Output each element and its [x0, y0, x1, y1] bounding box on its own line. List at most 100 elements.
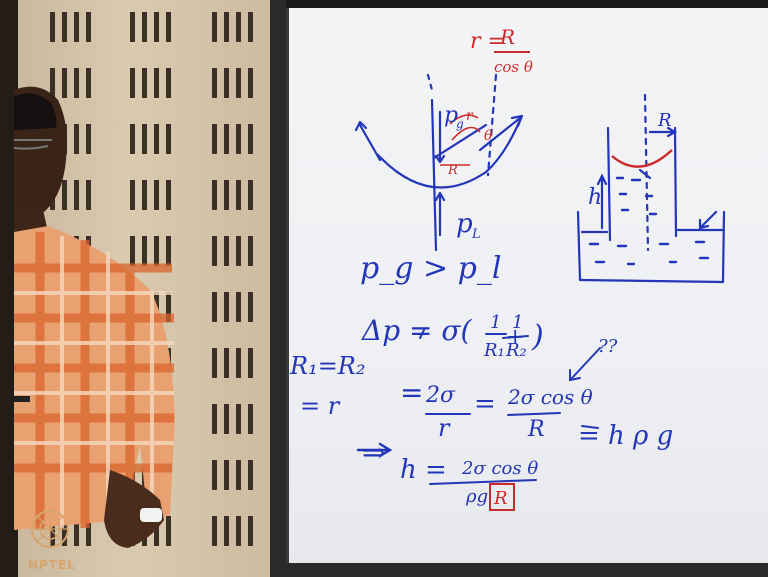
- wall-slot: [248, 292, 253, 322]
- h-num: 2σ cos θ: [461, 458, 538, 479]
- wall-slot: [86, 516, 91, 546]
- wall-slot: [86, 180, 91, 210]
- wall-slot: [224, 292, 229, 322]
- wall-slot: [224, 516, 229, 546]
- wall-slot: [166, 292, 171, 322]
- wall-slot: [166, 516, 171, 546]
- wall-slot: [166, 68, 171, 98]
- wall-slot: [212, 292, 217, 322]
- wall-slot: [236, 348, 241, 378]
- wall-slot: [224, 124, 229, 154]
- r-def-lhs: r =: [470, 29, 506, 54]
- h-side-label: h: [588, 185, 602, 210]
- dp-plus: +: [506, 325, 524, 350]
- wall-slot: [212, 348, 217, 378]
- r-def-num: R: [499, 25, 515, 49]
- wall-slot: [224, 348, 229, 378]
- wall-slot: [212, 12, 217, 42]
- wall-slot: [166, 12, 171, 42]
- wall-slot: [130, 124, 135, 154]
- whiteboard: [286, 8, 768, 563]
- nptel-logo-text: NPTEL: [28, 558, 76, 572]
- wall-slot: [212, 68, 217, 98]
- wall-slot: [248, 68, 253, 98]
- board-tray: [270, 563, 768, 577]
- wall-slot: [154, 236, 159, 266]
- wall-slot: [130, 12, 135, 42]
- question-marks: ??: [598, 336, 618, 357]
- dp-frac1-den: R₁: [483, 340, 505, 361]
- wall-slot: [74, 68, 79, 98]
- h-den: ρg: [465, 486, 488, 507]
- wall-slot: [86, 68, 91, 98]
- dp-lhs: Δp = σ(: [361, 314, 473, 347]
- wall-slot: [50, 68, 55, 98]
- pl-label: p: [456, 209, 473, 239]
- ineq-text: p_g > p_l: [360, 251, 501, 286]
- wall-slot: [166, 124, 171, 154]
- wall-slot: [248, 180, 253, 210]
- wall-slot: [142, 124, 147, 154]
- implies-symbol: ⇒: [362, 436, 385, 469]
- wall-slot: [224, 180, 229, 210]
- dp-frac2-den: R₂: [505, 340, 527, 361]
- dp-frac2-num: 1: [512, 312, 523, 333]
- wall-slot: [248, 348, 253, 378]
- r-label: r: [466, 108, 474, 124]
- wall-slot: [236, 292, 241, 322]
- wall-slot: [236, 180, 241, 210]
- h-den-boxed: R: [493, 488, 508, 509]
- board-frame: [270, 0, 286, 577]
- wall-slot: [166, 236, 171, 266]
- wall-slot: [166, 180, 171, 210]
- pl-sub: L: [471, 227, 481, 242]
- wall-slot: [154, 12, 159, 42]
- wall-slot: [154, 516, 159, 546]
- theta-label: θ: [484, 128, 493, 144]
- r-equality: R₁=R₂: [289, 352, 366, 380]
- wall-slot: [248, 404, 253, 434]
- nptel-logo-icon: [31, 510, 69, 548]
- wall-slot: [236, 68, 241, 98]
- meniscus-curve: [376, 118, 522, 189]
- wall-left-edge: [0, 0, 18, 577]
- R-top-label: R: [657, 110, 672, 131]
- wall-slot: [224, 236, 229, 266]
- wall-slot: [236, 12, 241, 42]
- wall-slot: [130, 68, 135, 98]
- wall-slot: [224, 404, 229, 434]
- wall-slot: [212, 404, 217, 434]
- wall-slot: [248, 124, 253, 154]
- wall-slot: [236, 124, 241, 154]
- wall-slot: [130, 236, 135, 266]
- pg-sub: g: [456, 117, 464, 131]
- wall-slot: [236, 460, 241, 490]
- r-equality-2: = r: [300, 392, 341, 420]
- r-def-den: cos θ: [494, 58, 533, 76]
- wall-slot: [62, 180, 67, 210]
- wall-slot: [248, 516, 253, 546]
- hpg-text: = h ρ g: [578, 421, 673, 451]
- wall-slot: [236, 404, 241, 434]
- wall-slot: [142, 12, 147, 42]
- wall-slot: [224, 460, 229, 490]
- wall-slot: [224, 12, 229, 42]
- wall-slot: [154, 180, 159, 210]
- eq3-equals: =: [474, 389, 496, 419]
- eq3-num: 2σ cos θ: [507, 385, 593, 409]
- wall-slot: [212, 124, 217, 154]
- eq3-den: R: [527, 417, 545, 442]
- wall-slot: [74, 124, 79, 154]
- wall-slot: [154, 124, 159, 154]
- wall-slot: [62, 68, 67, 98]
- wall-slot: [50, 12, 55, 42]
- wall-slot: [142, 180, 147, 210]
- wall-slot: [154, 68, 159, 98]
- wall-slot: [236, 236, 241, 266]
- wall-slot: [74, 180, 79, 210]
- wall-slot: [142, 68, 147, 98]
- wall-slot: [212, 180, 217, 210]
